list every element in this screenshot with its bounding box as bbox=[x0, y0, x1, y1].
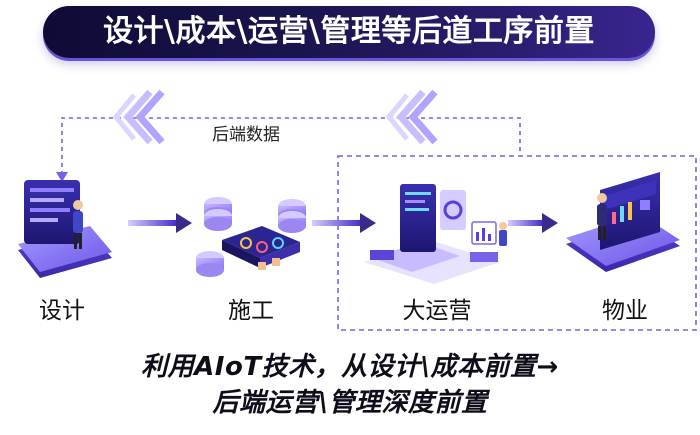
feedback-label: 后端数据 bbox=[212, 125, 280, 145]
node-label-property: 物业 bbox=[602, 298, 648, 324]
node-label-operations: 大运营 bbox=[402, 298, 472, 324]
operations-region-box bbox=[337, 155, 697, 331]
operations-illustration bbox=[364, 184, 507, 284]
node-label-construction: 施工 bbox=[228, 298, 274, 324]
chevron-left-icon bbox=[112, 89, 165, 145]
flow-arrow bbox=[312, 213, 376, 233]
title-banner bbox=[43, 6, 655, 58]
slogan-line-2: 后端运营\管理深度前置 bbox=[212, 388, 488, 418]
feedback-loop bbox=[56, 117, 521, 182]
slogan-line-1: 利用AIoT技术，从设计\成本前置→ bbox=[141, 352, 559, 382]
construction-illustration bbox=[196, 197, 306, 277]
property-illustration bbox=[566, 172, 680, 272]
flow-arrow bbox=[508, 213, 558, 233]
design-illustration bbox=[18, 180, 112, 278]
flow-arrow bbox=[128, 213, 192, 233]
chevron-left-icon bbox=[385, 89, 438, 145]
node-label-design: 设计 bbox=[39, 298, 85, 324]
page-title: 设计\成本\运营\管理等后道工序前置 bbox=[103, 14, 595, 49]
